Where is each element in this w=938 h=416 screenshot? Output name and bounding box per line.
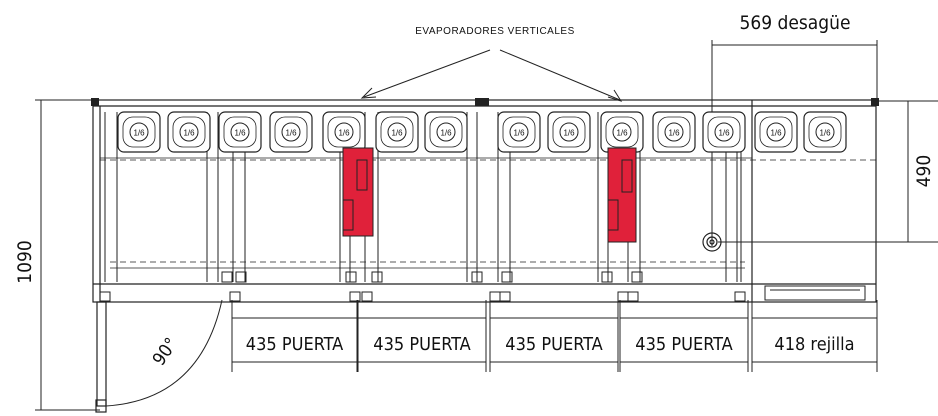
- pan-size-label: 1/6: [718, 129, 730, 138]
- height-dimension-label: 1090: [14, 240, 36, 284]
- foot: [471, 271, 483, 283]
- gastronorm-pan: 1/6: [702, 111, 746, 153]
- section-dimension: 435 PUERTA: [357, 300, 487, 372]
- foot: [371, 271, 383, 283]
- foot: [345, 271, 357, 283]
- evaporator-right: [607, 147, 637, 243]
- hinge: [99, 291, 111, 302]
- gastronorm-pan: 1/6: [117, 111, 161, 153]
- gastronorm-pan: 1/6: [167, 111, 211, 153]
- foot: [235, 271, 247, 283]
- gastronorm-pan: 1/6: [375, 111, 419, 153]
- section-dimension: 418 rejilla: [751, 300, 878, 372]
- hinge: [349, 291, 361, 302]
- pan-size-label: 1/6: [770, 129, 782, 138]
- section-dimension: 435 PUERTA: [489, 300, 619, 372]
- pan-size-label: 1/6: [819, 129, 831, 138]
- hinge: [617, 291, 629, 302]
- section-dimensions: 435 PUERTA 435 PUERTA 435 PUERTA 435 PUERTA…: [231, 300, 878, 372]
- gastronorm-pan: 1/6: [269, 111, 313, 153]
- hinge: [499, 291, 511, 302]
- pan-size-label: 1/6: [563, 129, 575, 138]
- pan-size-label: 1/6: [616, 129, 628, 138]
- pan-size-label: 1/6: [183, 129, 195, 138]
- corner-fixings: [91, 98, 879, 106]
- section-label: 435 PUERTA: [505, 334, 602, 355]
- door-angle-label: 90°: [149, 334, 183, 370]
- foot: [631, 271, 643, 283]
- evaporator-left: [342, 147, 374, 237]
- section-label: 435 PUERTA: [635, 334, 732, 355]
- pan-size-label: 1/6: [133, 129, 145, 138]
- depth-dimension-line: [718, 100, 938, 243]
- foot: [501, 271, 513, 283]
- hinge: [627, 291, 639, 302]
- title-arrows: [360, 49, 623, 102]
- hinge: [489, 291, 501, 302]
- section-label: 418 rejilla: [774, 334, 854, 355]
- pan-size-label: 1/6: [234, 129, 246, 138]
- drain-fitting: [702, 232, 722, 252]
- drain-dimension-label: 569 desagüe: [739, 12, 850, 34]
- pan-size-label: 1/6: [285, 129, 297, 138]
- hinge: [361, 291, 373, 302]
- gastronorm-pans: 1/6 1/6 1/6 1/6 1/6 1/6 1/6 1/6 1/6 1/6 1/6 1/6 1/6 1…: [117, 111, 847, 153]
- foot: [601, 271, 613, 283]
- pan-size-label: 1/6: [440, 129, 452, 138]
- foot: [221, 271, 233, 283]
- gastronorm-pan: 1/6: [803, 111, 847, 153]
- height-dimension-line: [35, 99, 100, 411]
- open-door: [95, 299, 223, 413]
- pan-size-label: 1/6: [668, 129, 680, 138]
- section-dimension: 435 PUERTA: [231, 300, 358, 372]
- drawing-title: EVAPORADORES VERTICALES: [415, 26, 575, 37]
- gastronorm-pan: 1/6: [547, 111, 591, 153]
- hinge: [229, 291, 241, 302]
- pan-size-label: 1/6: [338, 129, 350, 138]
- pan-size-label: 1/6: [391, 129, 403, 138]
- gastronorm-pan: 1/6: [218, 111, 262, 153]
- gastronorm-pan: 1/6: [600, 111, 644, 153]
- gastronorm-pan: 1/6: [497, 111, 541, 153]
- gastronorm-pan: 1/6: [754, 111, 798, 153]
- pan-size-label: 1/6: [513, 129, 525, 138]
- section-label: 435 PUERTA: [373, 334, 470, 355]
- grille-outline: [764, 285, 866, 301]
- gastronorm-pan: 1/6: [322, 111, 366, 153]
- depth-dimension-label: 490: [913, 155, 935, 188]
- hinge: [734, 291, 746, 302]
- section-dimension: 435 PUERTA: [619, 300, 749, 372]
- gastronorm-pan: 1/6: [424, 111, 468, 153]
- section-label: 435 PUERTA: [246, 334, 343, 355]
- gastronorm-pan: 1/6: [652, 111, 696, 153]
